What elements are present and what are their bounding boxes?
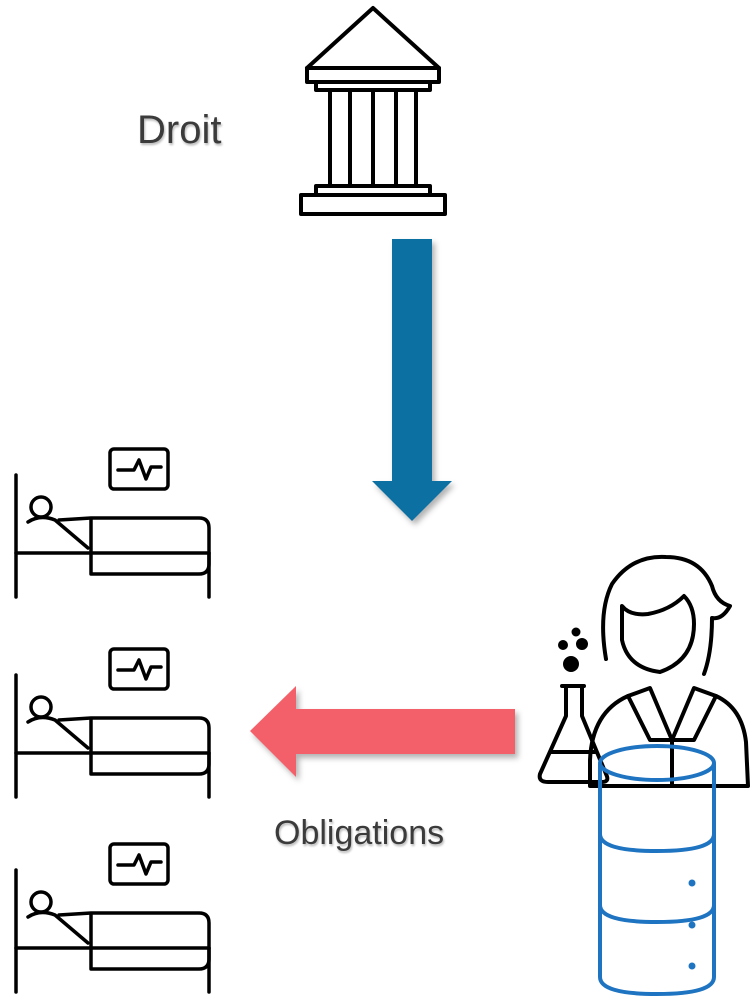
- obligations-arrow: [250, 686, 515, 777]
- law-arrow: [372, 239, 452, 521]
- courthouse-icon: [299, 6, 447, 216]
- patient-bed-icon-3: [14, 842, 211, 994]
- obligations-arrow-shaft: [296, 709, 515, 754]
- law-arrow-head: [372, 481, 452, 521]
- patient-bed-icon-2: [14, 647, 211, 799]
- scientist-icon: [537, 554, 750, 788]
- law-label: Droit: [137, 108, 222, 152]
- obligations-label: Obligations: [274, 814, 445, 852]
- patient-bed-icon-1: [14, 447, 211, 599]
- law-arrow-shaft: [392, 239, 432, 481]
- database-icon: [598, 744, 716, 997]
- obligations-arrow-head: [250, 686, 296, 777]
